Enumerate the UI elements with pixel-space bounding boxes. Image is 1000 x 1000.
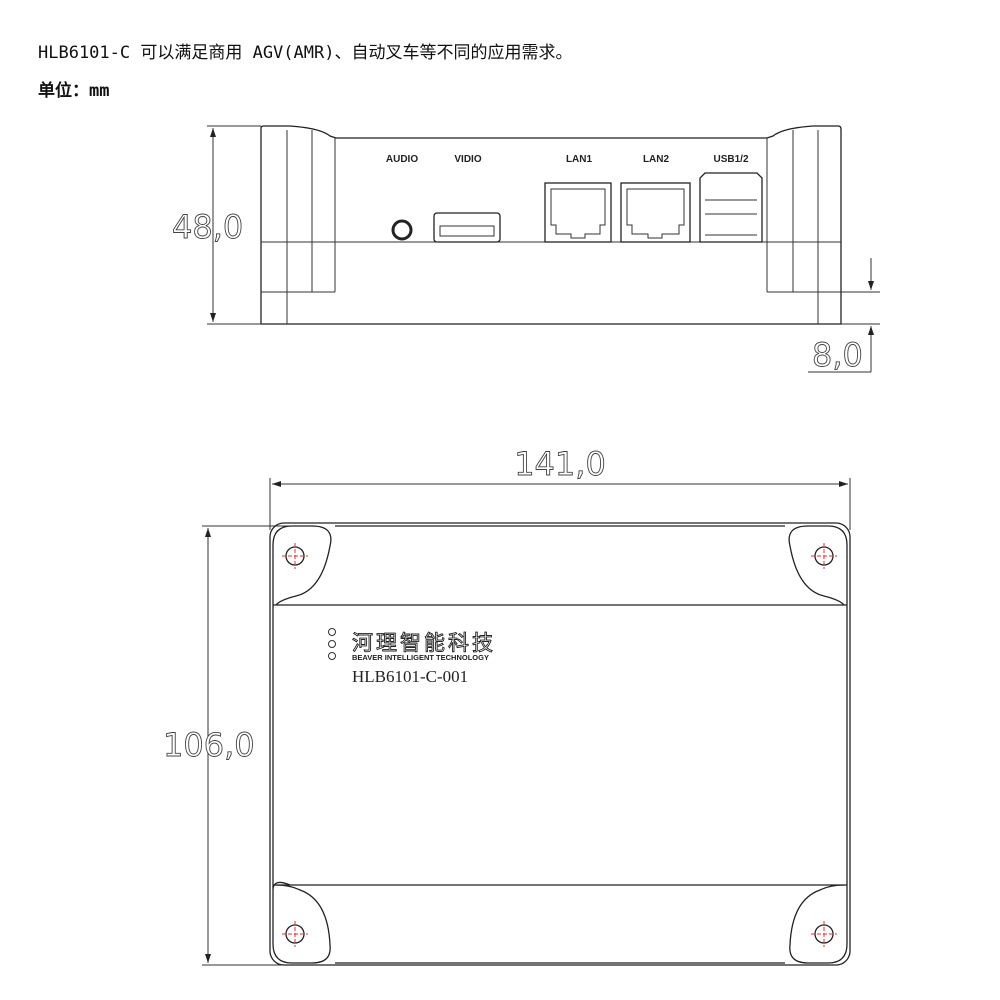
logo-english: BEAVER INTELLIGENT TECHNOLOGY <box>352 653 489 662</box>
port-label-lan1: LAN1 <box>566 154 593 165</box>
dimension-depth: 106,0 <box>163 726 255 764</box>
logo-chinese: 河理智能科技 <box>352 631 496 655</box>
dimension-foot: 8,0 <box>812 336 863 374</box>
mounting-hole-bottom-left <box>282 921 308 947</box>
audio-port <box>391 219 413 241</box>
top-view: 141,0 106,0 河理智能科技 BEAV <box>163 445 851 966</box>
mounting-hole-bottom-right <box>811 921 837 947</box>
port-label-lan2: LAN2 <box>643 154 670 165</box>
description-text: HLB6101-C 可以满足商用 AGV(AMR)、自动叉车等不同的应用需求。 <box>38 43 573 63</box>
lan2-port <box>620 182 691 243</box>
dimension-height: 48,0 <box>172 208 243 246</box>
port-label-audio: AUDIO <box>386 154 418 165</box>
mounting-hole-top-left <box>282 543 308 569</box>
front-view: AUDIO VIDIO LAN1 LAN2 USB1/2 48,0 8,0 <box>172 125 880 374</box>
hdmi-port <box>433 212 501 243</box>
company-logo: 河理智能科技 BEAVER INTELLIGENT TECHNOLOGY <box>328 628 496 662</box>
lan1-port <box>544 182 612 243</box>
mounting-hole-top-right <box>811 543 837 569</box>
dimension-width: 141,0 <box>514 445 606 483</box>
unit-text: 单位：mm <box>38 81 110 101</box>
port-label-video: VIDIO <box>454 154 481 165</box>
model-number: HLB6101-C-001 <box>352 667 468 686</box>
port-label-usb: USB1/2 <box>713 154 748 165</box>
usb-port <box>699 172 763 243</box>
